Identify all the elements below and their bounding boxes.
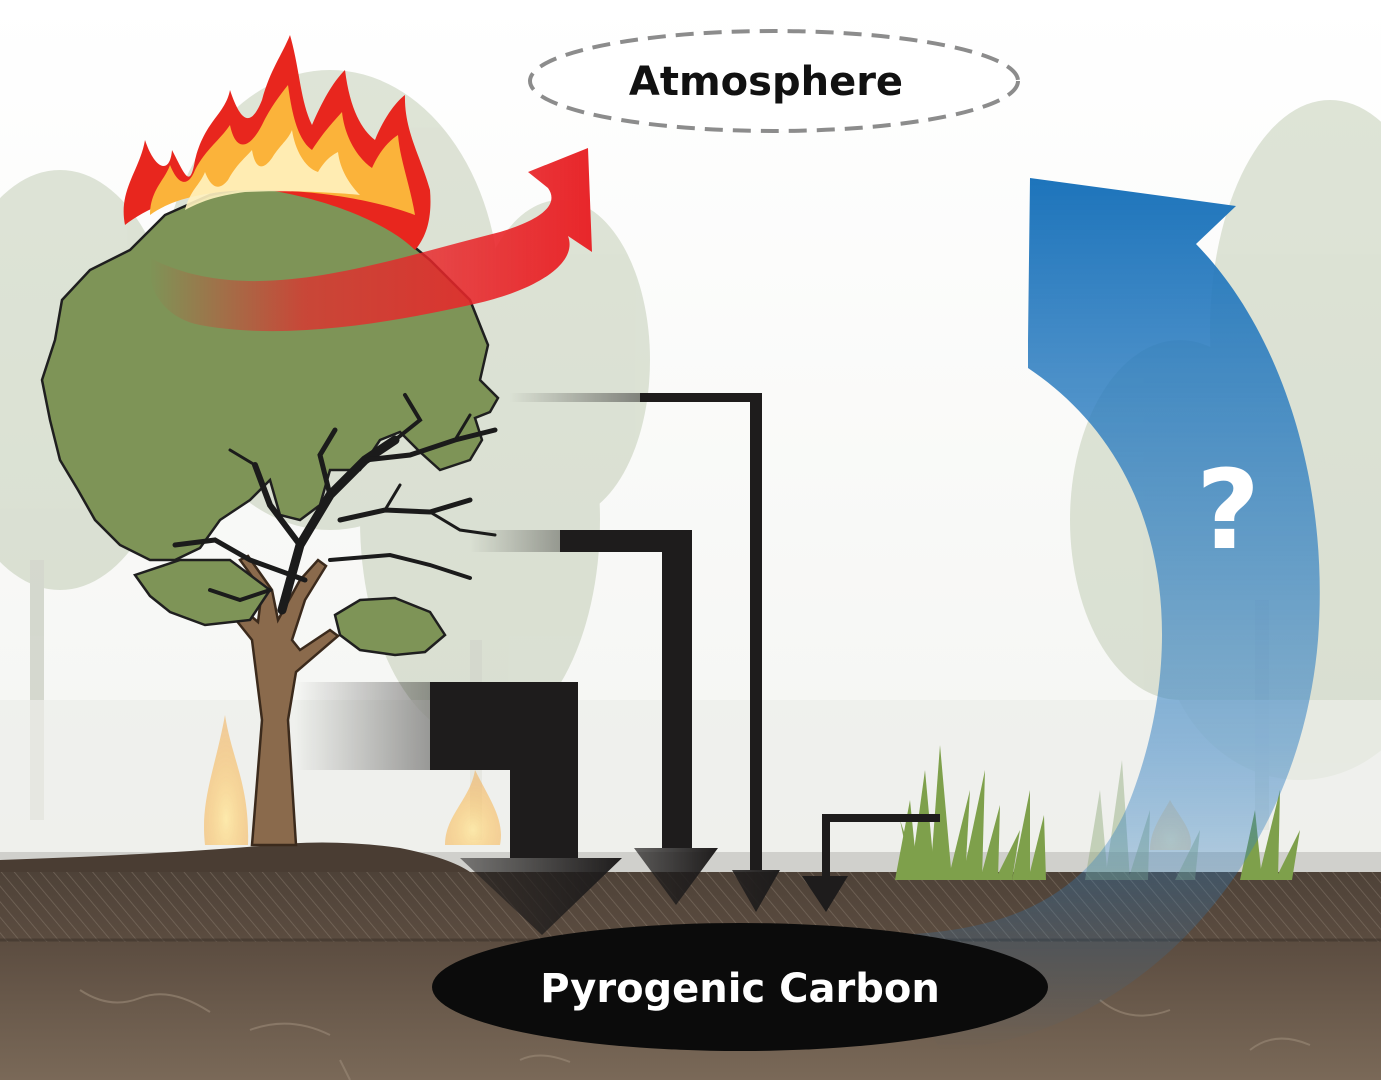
tree-canopy-lobe-right (333, 596, 447, 657)
flux-arrow-grass (802, 814, 940, 912)
pyrogenic-carbon-label: Pyrogenic Carbon (540, 966, 940, 1012)
atmosphere-node: Atmosphere (528, 29, 1020, 133)
return-arrow (880, 178, 1320, 1050)
tree-canopy-lobe (132, 558, 272, 627)
charred-branches (172, 393, 498, 615)
uncertain-flux-label: ? (1196, 446, 1260, 574)
flame-icon (123, 35, 431, 250)
flux-arrows (295, 393, 940, 935)
pyrogenic-carbon-node: Pyrogenic Carbon (432, 923, 1048, 1051)
grass-icon (895, 745, 1300, 880)
combustion-arrow (149, 148, 592, 332)
atmosphere-label: Atmosphere (629, 59, 903, 105)
